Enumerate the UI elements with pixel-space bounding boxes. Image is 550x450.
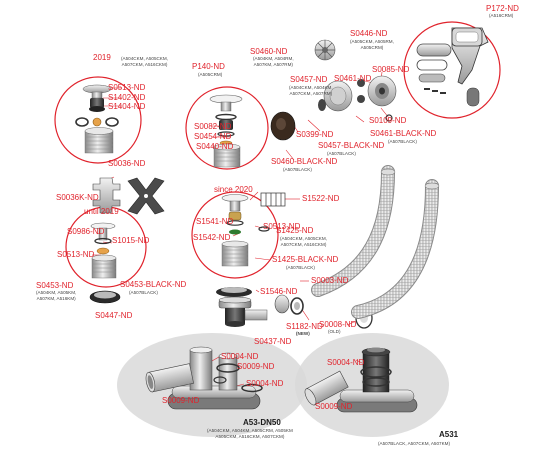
label-s1546: S1546-ND: [260, 287, 298, 296]
label-a53-s0004-a: S0004-ND: [221, 352, 259, 361]
label-s0453-black-models: (A507BLACK): [129, 290, 158, 295]
label-until-2019: until 2019: [84, 207, 119, 216]
label-s1425: S1425-ND: [276, 226, 314, 235]
label-s0457: S0457-ND: [290, 75, 328, 84]
label-s1402: S1402-ND: [108, 93, 146, 102]
parts-overflow-covers: [270, 39, 397, 141]
label-s0457-black-models: (A507BLACK): [327, 151, 356, 156]
hoses: [311, 165, 440, 319]
parts-s0036: [92, 177, 165, 215]
parts-since-2020: [221, 194, 270, 267]
label-s0446: S0446-ND: [350, 29, 388, 38]
label-s0461-black: S0461-BLACK-ND: [370, 129, 437, 138]
assembly-a531: [304, 347, 418, 413]
label-a53-s0009-a: S0009-ND: [237, 362, 275, 371]
label-s0453: S0453-ND: [36, 281, 74, 290]
label-p140: P140-ND: [192, 62, 225, 71]
part-s1522: [260, 192, 286, 207]
label-s1425-black: S1425-BLACK-ND: [272, 255, 339, 264]
parts-2019: [75, 84, 119, 154]
label-since-2020: since 2020: [214, 185, 253, 194]
label-a531-s0004: S0004-ND: [327, 358, 365, 367]
part-s0003: [274, 294, 290, 314]
label-p140-models: (A505CRM): [198, 72, 223, 77]
label-s1015: S1015-ND: [112, 236, 150, 245]
label-s0454: S0454-ND: [194, 132, 232, 141]
label-s0399: S0399-ND: [296, 130, 334, 139]
label-a531-models: (A507BLACK, A507CKM, A507KM): [378, 441, 451, 446]
label-s0513-low: S0513-ND: [263, 222, 301, 231]
label-p172-models: (A516CRM): [489, 13, 514, 18]
label-s0460-models: (A504KM, A504RM, A507KM, A507RM): [253, 56, 294, 67]
label-a53-s0009-b: S0009-ND: [162, 396, 200, 405]
label-s0447: S0447-ND: [95, 311, 133, 320]
label-s0457-black: S0457-BLACK-ND: [318, 141, 385, 150]
label-s0109: S0109-ND: [369, 116, 407, 125]
label-a531-name: A531: [439, 430, 459, 439]
label-s0003: S0003-ND: [311, 276, 349, 285]
label-a53-name: A53-DN50: [243, 418, 281, 427]
label-s0036: S0036-ND: [108, 159, 146, 168]
label-s0437: S0437-ND: [254, 337, 292, 346]
label-s0461: S0461-ND: [334, 74, 372, 83]
group-circle-2019: [54, 76, 142, 164]
parts-p172: [416, 27, 489, 107]
label-s0461-black-models: (A507BLACK): [388, 139, 417, 144]
label-s0008: S0008-ND: [319, 320, 357, 329]
label-s0460-black-models: (A507BLACK): [283, 167, 312, 172]
label-s1542: S1542-ND: [193, 233, 231, 242]
label-s0008-note: (OLD): [328, 329, 341, 334]
label-a53-s0004-b: S0004-ND: [246, 379, 284, 388]
part-drain-body: [216, 287, 268, 327]
label-s1541: S1541-ND: [196, 217, 234, 226]
label-s0036k: S0036K-ND: [56, 193, 99, 202]
assembly-a53: [145, 346, 263, 410]
label-s1425-black-models: (A507BLACK): [286, 265, 315, 270]
label-s0460-black: S0460-BLACK-ND: [271, 157, 338, 166]
label-2019-heading: 2019: [93, 53, 111, 62]
label-s0082: S0082-ND: [194, 122, 232, 131]
parts-p140: [209, 94, 243, 168]
label-s1404: S1404-ND: [108, 102, 146, 111]
label-p172: P172-ND: [486, 4, 519, 13]
label-s1182: S1182-ND: [286, 322, 323, 331]
label-s0986: S0986-ND: [67, 227, 105, 236]
label-s1522: S1522-ND: [302, 194, 340, 203]
label-a531-s0009: S0009-ND: [315, 402, 353, 411]
label-2019-models: (A504CKM, A505CKM, A507CKM, A516CKM): [121, 56, 168, 67]
label-s0457-models: (A504CKM, A504KM, A507CKM, A507RM): [289, 85, 333, 96]
label-s1425-models: (A504CKM, A505CKM, A507CKM, A516CKM): [280, 236, 327, 247]
label-s0513-top: S0513-ND: [108, 83, 146, 92]
label-a53-models: (A504CKM, A504KM, A505CRM, A505KM A505CK…: [207, 428, 293, 439]
label-s0513-mid: S0513-ND: [57, 250, 95, 259]
parts-until-2019: [90, 222, 117, 279]
label-s1182-note: (NEW): [296, 331, 310, 336]
group-circle-p172: [403, 21, 501, 119]
label-s0085: S0085-ND: [372, 65, 410, 74]
group-circle-p140: [185, 86, 269, 170]
label-s0453-models: (A504KM, A505KM, A507KM, A516KM): [36, 290, 77, 301]
group-circle-since-2020: [191, 191, 279, 279]
label-s0453-black: S0453-BLACK-ND: [120, 280, 187, 289]
label-s0446-models: (A505CKM, A505RM, A505CRM): [350, 39, 394, 50]
label-s0460: S0460-ND: [250, 47, 288, 56]
label-s0440: S0440-ND: [196, 142, 234, 151]
